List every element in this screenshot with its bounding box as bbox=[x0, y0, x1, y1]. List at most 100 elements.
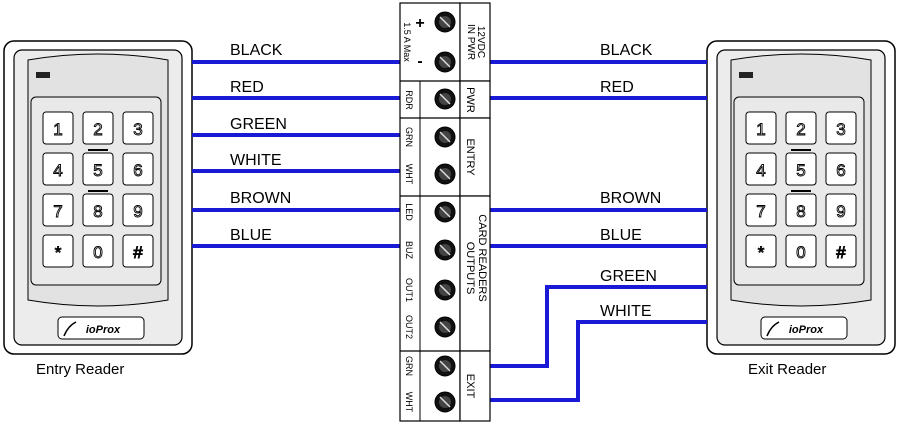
exit-key-label: 9 bbox=[836, 202, 845, 221]
power-plus-label: + bbox=[415, 15, 424, 32]
pin-label-led: LED bbox=[404, 203, 414, 221]
wire-label-right-brown: BROWN bbox=[600, 190, 661, 207]
exit-key-8: 8 bbox=[785, 193, 817, 227]
entry-key-6: 6 bbox=[122, 152, 154, 186]
exit-key-7: 7 bbox=[745, 193, 777, 227]
entry-key-hash: # bbox=[122, 234, 154, 268]
pin-label-out2: OUT2 bbox=[404, 315, 414, 339]
entry-key-label: 7 bbox=[53, 202, 62, 221]
exit-key-1: 1 bbox=[745, 111, 777, 145]
exit-key-5: 5 bbox=[785, 152, 817, 192]
wire-label-left-blue: BLUE bbox=[230, 227, 272, 244]
power-minus-label: - bbox=[417, 53, 422, 70]
svg-text:ioProx: ioProx bbox=[789, 324, 824, 336]
entry-key-5: 5 bbox=[82, 152, 114, 192]
exit-key-label: 6 bbox=[836, 161, 845, 180]
group-label-entry: ENTRY bbox=[464, 138, 476, 176]
entry-key-label: 4 bbox=[53, 161, 62, 180]
exit-reader-caption: Exit Reader bbox=[748, 361, 827, 378]
entry-key-7: 7 bbox=[42, 193, 74, 227]
entry-key-2: 2 bbox=[82, 111, 114, 151]
pin-label-entry-grn: GRN bbox=[404, 127, 414, 147]
exit-key-2: 2 bbox=[785, 111, 817, 151]
wire-label-right-green: GREEN bbox=[600, 268, 657, 285]
left-wire-labels: BLACK RED GREEN WHITE BROWN BLUE bbox=[230, 42, 291, 244]
entry-reader-caption: Entry Reader bbox=[36, 361, 125, 378]
wire-label-left-black: BLACK bbox=[230, 42, 283, 59]
power-voltage-label: 12VDC bbox=[475, 26, 486, 58]
entry-key-label: * bbox=[55, 243, 62, 262]
exit-key-label: # bbox=[836, 243, 846, 262]
screw-terminal-entry-grn bbox=[434, 126, 456, 148]
entry-indicator-led bbox=[36, 72, 50, 78]
entry-key-star: * bbox=[42, 234, 74, 268]
exit-keypad: 1 2 3 4 5 6 7 8 9 * 0 # bbox=[745, 111, 857, 268]
exit-key-hash: # bbox=[825, 234, 857, 268]
exit-reader: 1 2 3 4 5 6 7 8 9 * 0 # ioProx bbox=[706, 40, 896, 355]
wire-right-green bbox=[490, 285, 707, 368]
screw-terminal-entry-wht bbox=[434, 163, 456, 185]
pin-label-rdr: RDR bbox=[404, 90, 414, 110]
wire-label-left-brown: BROWN bbox=[230, 190, 291, 207]
wire-label-left-green: GREEN bbox=[230, 116, 287, 133]
group-label-outputs: OUTPUTS bbox=[464, 242, 476, 295]
exit-indicator-led bbox=[739, 72, 753, 78]
exit-key-4: 4 bbox=[745, 152, 777, 186]
entry-key-9: 9 bbox=[122, 193, 154, 227]
screw-terminal-exit-grn bbox=[434, 355, 456, 377]
screw-terminals bbox=[434, 11, 456, 413]
pin-label-out1: OUT1 bbox=[404, 278, 414, 302]
entry-key-1: 1 bbox=[42, 111, 74, 145]
screw-terminal-power-plus bbox=[434, 11, 456, 33]
exit-key-label: 4 bbox=[756, 161, 765, 180]
pin-label-buz: BUZ bbox=[404, 241, 414, 260]
entry-key-label: 0 bbox=[93, 243, 102, 262]
exit-key-label: 5 bbox=[796, 161, 805, 180]
power-rating-label: 1.5 A Max bbox=[402, 22, 412, 62]
svg-text:ioProx: ioProx bbox=[86, 324, 121, 336]
wire-right-white bbox=[490, 320, 707, 402]
entry-key-label: 5 bbox=[93, 161, 102, 180]
entry-key-label: 6 bbox=[133, 161, 142, 180]
wire-label-right-black: BLACK bbox=[600, 42, 653, 59]
entry-key-label: 8 bbox=[93, 202, 102, 221]
pin-label-entry-wht: WHT bbox=[404, 164, 414, 185]
pin-label-exit-grn: GRN bbox=[404, 356, 414, 376]
entry-key-4: 4 bbox=[42, 152, 74, 186]
right-wires bbox=[490, 60, 707, 402]
pin-label-exit-wht: WHT bbox=[404, 392, 414, 413]
exit-key-9: 9 bbox=[825, 193, 857, 227]
exit-key-label: 7 bbox=[756, 202, 765, 221]
exit-key-label: 8 bbox=[796, 202, 805, 221]
wire-label-right-white: WHITE bbox=[600, 303, 652, 320]
screw-terminal-out1 bbox=[434, 279, 456, 301]
exit-key-label: 0 bbox=[796, 243, 805, 262]
entry-key-label: 1 bbox=[53, 120, 62, 139]
entry-reader-logo: ioProx bbox=[57, 316, 145, 340]
exit-key-label: 1 bbox=[756, 120, 765, 139]
entry-key-label: 9 bbox=[133, 202, 142, 221]
group-label-pwr: PWR bbox=[464, 87, 476, 113]
exit-key-0: 0 bbox=[785, 234, 817, 268]
exit-key-label: 2 bbox=[796, 120, 805, 139]
terminal-block: + - 1.5 A Max 12VDC IN PWR RDR GRN WHT L… bbox=[399, 2, 491, 422]
entry-key-3: 3 bbox=[122, 111, 154, 145]
exit-key-3: 3 bbox=[825, 111, 857, 145]
screw-terminal-rdr bbox=[434, 88, 456, 110]
wire-label-left-white: WHITE bbox=[230, 152, 282, 169]
entry-key-8: 8 bbox=[82, 193, 114, 227]
left-wires bbox=[192, 60, 400, 248]
screw-terminal-out2 bbox=[434, 316, 456, 338]
screw-terminal-buz bbox=[434, 239, 456, 261]
exit-key-star: * bbox=[745, 234, 777, 268]
power-input-label: IN PWR bbox=[465, 24, 476, 60]
right-wire-labels: BLACK RED BROWN BLUE GREEN WHITE bbox=[600, 42, 661, 320]
side-label-card-readers: CARD READERS bbox=[476, 214, 488, 301]
entry-key-label: 3 bbox=[133, 120, 142, 139]
wire-label-right-red: RED bbox=[600, 79, 634, 96]
exit-key-label: * bbox=[758, 243, 765, 262]
exit-key-label: 3 bbox=[836, 120, 845, 139]
